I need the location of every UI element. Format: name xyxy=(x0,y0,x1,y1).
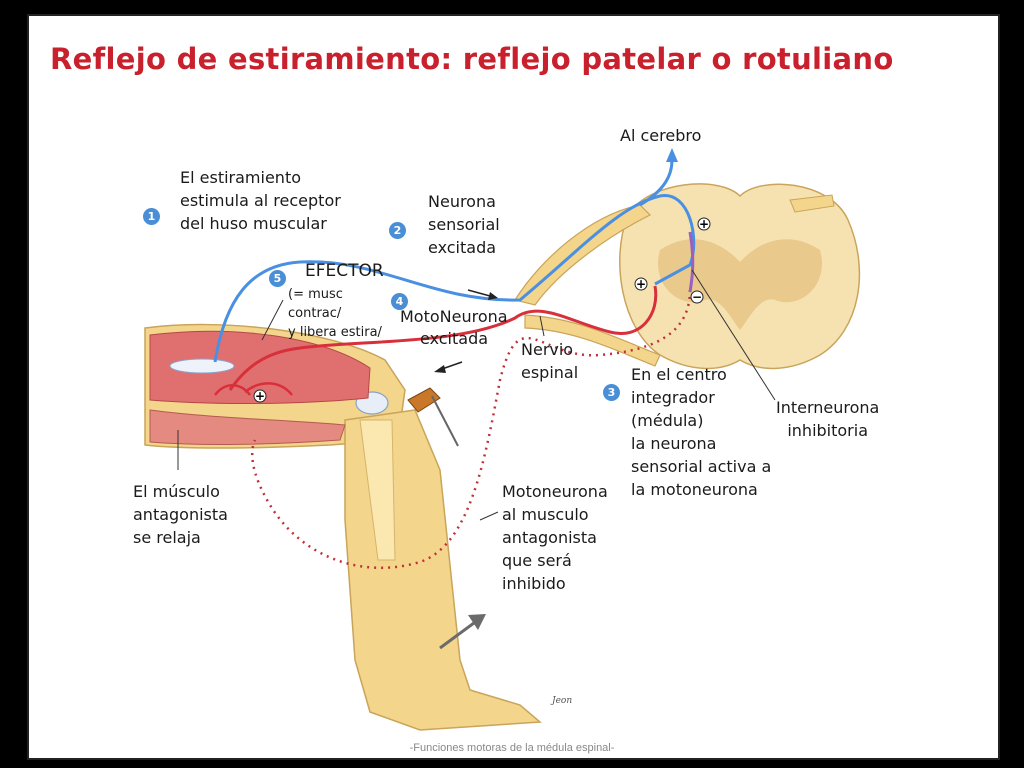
step-4-text: MotoNeurona excitada xyxy=(400,307,508,348)
dorsal-rootlet xyxy=(789,194,835,213)
antagonist-muscle xyxy=(149,409,346,445)
motoneurona-leader xyxy=(479,511,499,521)
tibia-bone xyxy=(359,419,396,561)
kick-arrow xyxy=(439,618,479,650)
sensory-neuron-path xyxy=(213,194,696,363)
efector-label: EFECTOR xyxy=(305,261,384,281)
motor-neuron-path xyxy=(228,285,658,391)
step-4-badge: 4 xyxy=(391,293,408,310)
kick-arrowhead xyxy=(468,614,486,630)
interneurona-label: Interneurona inhibitoria xyxy=(776,398,880,440)
leg-illustration xyxy=(144,323,542,731)
motoneurona-antagonista-label: Motoneurona al musculo antagonista que s… xyxy=(502,482,608,593)
synapse-signs: + + − + xyxy=(253,217,711,403)
step-2-badge: 2 xyxy=(389,222,406,239)
al-cerebro-label: Al cerebro xyxy=(620,126,702,145)
artist-signature: Jeon xyxy=(550,696,572,706)
plus-sign-1-text: + xyxy=(699,217,709,231)
step-1-badge: 1 xyxy=(143,208,160,225)
motor-arrowhead xyxy=(434,365,446,373)
plus-sign-3 xyxy=(253,389,267,403)
step-1-text: El estiramiento estimula al receptor del… xyxy=(180,168,341,233)
step-5-text: (= musc contrac/ y libera estira/ xyxy=(288,287,382,340)
ventral-root xyxy=(524,314,661,367)
quadriceps-muscle xyxy=(149,330,371,405)
plus-sign-2 xyxy=(634,277,648,291)
ascending-arrowhead xyxy=(666,148,678,162)
plus-sign-1 xyxy=(697,217,711,231)
sensory-arrow xyxy=(467,289,491,297)
reflex-hammer xyxy=(407,387,441,413)
step-5-badge: 5 xyxy=(269,270,286,287)
slide-title: Reflejo de estiramiento: reflejo patelar… xyxy=(50,42,894,76)
dorsal-root-ganglion xyxy=(514,204,652,306)
flow-arrows xyxy=(434,289,498,650)
nervio-leader xyxy=(539,315,545,337)
step5-leader xyxy=(261,299,284,341)
muscle-spindle xyxy=(169,358,235,374)
musculo-antagonista-label: El músculo antagonista se relaja xyxy=(133,482,228,547)
grey-matter xyxy=(658,239,822,330)
interneuron xyxy=(688,231,695,293)
plus-sign-3-text: + xyxy=(255,389,265,403)
spinal-cord xyxy=(514,183,861,370)
motor-arrow xyxy=(441,361,463,370)
slide-footer: -Funciones motoras de la médula espinal- xyxy=(409,742,615,754)
motor-endplates xyxy=(214,382,293,396)
interneuron-leader xyxy=(691,269,776,401)
hammer-handle xyxy=(431,395,459,447)
step-3-badge: 3 xyxy=(603,384,620,401)
step-2-text: Neurona sensorial excitada xyxy=(428,192,500,257)
step-3-text: En el centro integrador (médula) la neur… xyxy=(631,365,772,499)
nervio-espinal-label: Nervio espinal xyxy=(521,340,579,382)
sensory-arrowhead xyxy=(488,292,498,300)
plus-sign-2-text: + xyxy=(636,277,646,291)
minus-sign xyxy=(690,290,704,304)
minus-sign-text: − xyxy=(692,290,702,304)
ascending-fiber xyxy=(639,159,674,207)
neural-pathways xyxy=(177,148,776,570)
